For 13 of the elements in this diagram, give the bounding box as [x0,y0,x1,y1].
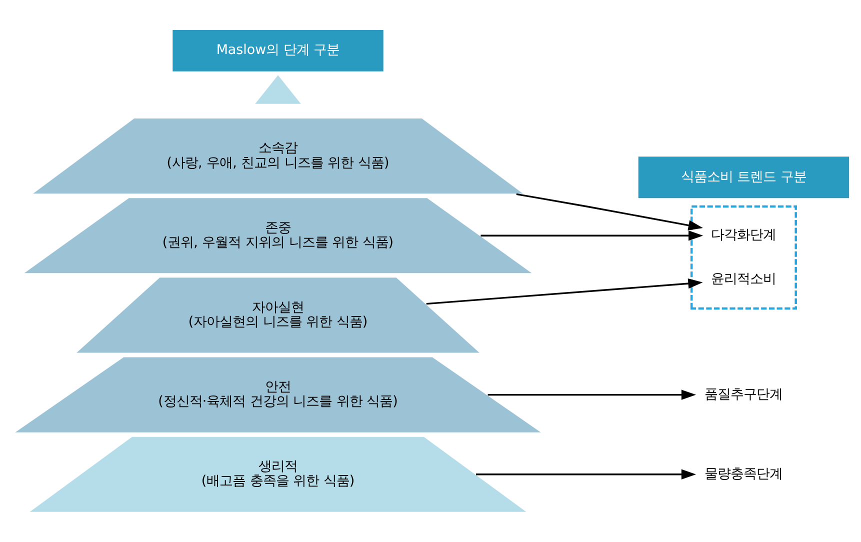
node-text: 다각화단계 [710,228,776,243]
node-text: 품질추구단계 [704,386,782,402]
node-triangle [252,72,303,105]
node-box: 식품소비 트렌드 구분 [638,156,849,198]
arrow [426,278,702,304]
arrow [516,192,702,230]
cluster [690,204,796,310]
arrow [487,389,696,400]
arrow [476,468,696,479]
node-text: 윤리적소비 [710,271,776,286]
node-box: Maslow의 단계 구분 [172,29,383,71]
arrow [480,230,703,240]
node-text: 물량충족단계 [704,466,782,482]
